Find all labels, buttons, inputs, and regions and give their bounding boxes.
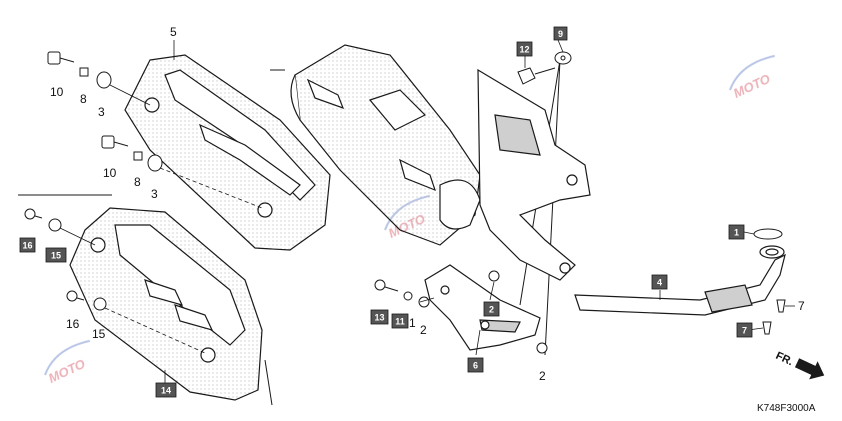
upper-heat-protector xyxy=(124,54,331,251)
exhaust-pipe xyxy=(574,245,786,316)
bolt-12 xyxy=(517,67,556,85)
svg-text:1: 1 xyxy=(734,228,739,238)
svg-text:2: 2 xyxy=(489,305,494,315)
grommet-3-upper xyxy=(96,71,112,89)
hardware-fasteners xyxy=(24,51,786,354)
front-direction-indicator: FR. xyxy=(774,350,825,380)
bolt-16-lower xyxy=(66,290,85,302)
svg-text:9: 9 xyxy=(558,29,563,39)
svg-text:15: 15 xyxy=(51,251,61,261)
callout-7: 7 xyxy=(798,299,805,313)
callout-8-lower: 8 xyxy=(134,175,141,189)
bolt-13 xyxy=(374,279,399,292)
clip-7-lower xyxy=(762,321,772,335)
leader-lines xyxy=(59,39,795,390)
callout-10-lower: 10 xyxy=(103,166,117,180)
boxed-callout-14: 14 xyxy=(155,382,177,398)
boxed-callout-2: 2 xyxy=(483,301,500,317)
boxed-callout-9: 9 xyxy=(553,26,568,41)
collar-2-c xyxy=(536,342,548,354)
callout-10-upper: 10 xyxy=(50,85,64,99)
plain-callouts: 5 10 8 3 10 8 3 16 15 1 2 2 7 xyxy=(50,25,805,383)
svg-text:16: 16 xyxy=(22,241,32,251)
boxed-callout-16: 16 xyxy=(19,237,36,253)
callout-5: 5 xyxy=(170,25,177,39)
svg-text:12: 12 xyxy=(519,45,529,55)
callout-2-a: 2 xyxy=(420,323,427,337)
svg-text:11: 11 xyxy=(395,317,405,327)
svg-text:6: 6 xyxy=(473,361,478,371)
watermark-logo: MOTO xyxy=(729,54,775,101)
boxed-callout-15: 15 xyxy=(45,247,67,263)
front-arrow-icon xyxy=(794,358,825,380)
front-heat-shield xyxy=(424,264,541,351)
svg-text:14: 14 xyxy=(161,386,171,396)
boxed-callout-1: 1 xyxy=(728,224,745,240)
callout-2-b: 2 xyxy=(539,369,546,383)
boxed-callout-12: 12 xyxy=(516,41,533,57)
callout-3-upper: 3 xyxy=(98,105,105,119)
callout-16: 16 xyxy=(66,317,80,331)
boxed-callout-6: 6 xyxy=(467,357,484,373)
bolt-16-upper xyxy=(24,208,43,220)
collar-8-lower xyxy=(133,151,143,161)
washer-15-upper xyxy=(48,218,62,232)
svg-text:13: 13 xyxy=(374,313,384,323)
callout-15: 15 xyxy=(92,327,106,341)
collar-2-b xyxy=(488,270,500,282)
front-direction-label: FR. xyxy=(774,350,795,368)
muffler-bracket xyxy=(477,68,591,281)
washer-11 xyxy=(403,291,413,301)
bolt-10-lower xyxy=(101,135,129,149)
callout-3-lower: 3 xyxy=(151,187,158,201)
bolt-10-upper xyxy=(47,51,75,65)
washer-15-lower xyxy=(93,297,107,311)
boxed-callout-4: 4 xyxy=(651,274,668,290)
svg-text:7: 7 xyxy=(742,326,747,336)
watermark-logo: MOTO xyxy=(44,339,90,386)
grommet-3-lower xyxy=(147,154,163,172)
svg-text:4: 4 xyxy=(657,278,662,288)
gasket-1 xyxy=(753,228,783,240)
clip-7-upper xyxy=(776,299,786,313)
callout-8-upper: 8 xyxy=(80,92,87,106)
callout-1: 1 xyxy=(409,316,416,330)
boxed-callout-7: 7 xyxy=(736,322,753,338)
diagram-code: K748F3000A xyxy=(757,403,816,414)
muffler-body xyxy=(290,44,481,246)
boxed-callout-13: 13 xyxy=(370,309,389,325)
lower-heat-protector xyxy=(69,207,263,401)
boxed-callout-11: 11 xyxy=(391,313,409,329)
collar-2-a xyxy=(418,296,430,308)
collar-8-upper xyxy=(79,67,89,77)
boxed-callouts: 12 9 16 15 1 4 2 13 xyxy=(19,26,753,398)
